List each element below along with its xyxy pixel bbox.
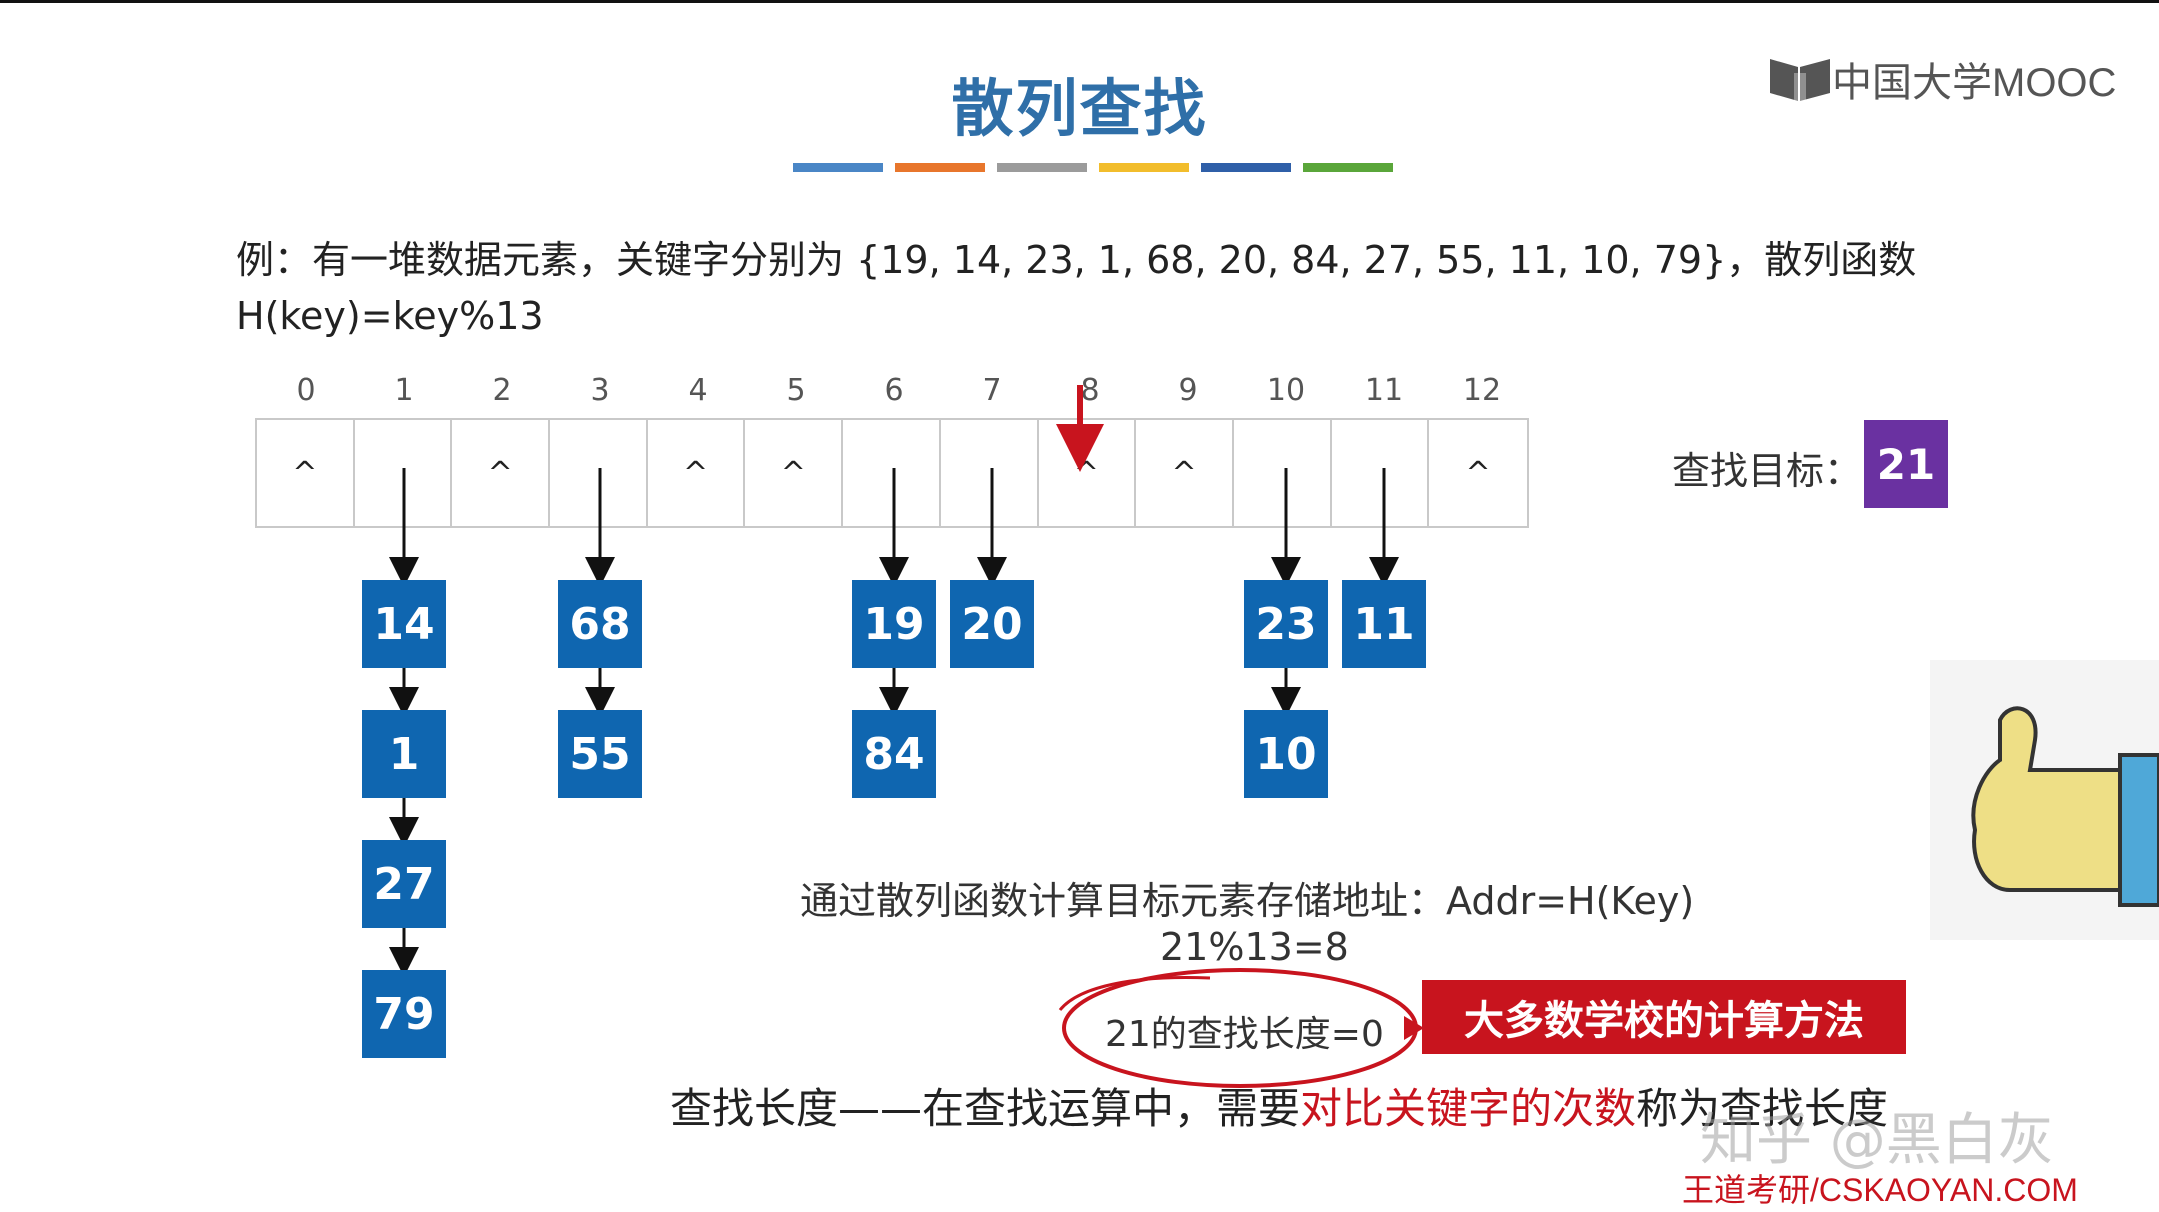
chain-node: 14 [362, 580, 446, 668]
logo-text: 中国大学MOOC [1832, 61, 2117, 105]
example-line-2: H(key)=key%13 [236, 294, 544, 338]
definition-highlight: 对比关键字的次数 [1300, 1084, 1637, 1133]
hash-index-1: 1 [394, 373, 414, 408]
hash-cell-9: ^ [1136, 420, 1234, 526]
mooc-book-icon [1770, 59, 1830, 103]
page-title: 散列查找 [951, 72, 1208, 145]
hash-cell-5: ^ [745, 420, 844, 526]
hash-cell-12: ^ [1465, 455, 1491, 491]
hash-cell-4: ^ [648, 420, 746, 526]
hash-index-7: 7 [982, 373, 1002, 408]
chain-node: 27 [362, 840, 446, 928]
watermark: 知乎 @黑白灰 [1700, 1108, 2054, 1173]
definition-text: 查找长度——在查找运算中，需要对比关键字的次数称为查找长度 [670, 1075, 1888, 1136]
top-border [0, 0, 2159, 3]
hash-cell-0: ^ [257, 420, 355, 526]
hash-cell-11 [1332, 420, 1430, 526]
hash-index-2: 2 [492, 373, 512, 408]
footer-brand: 王道考研/CSKAOYAN.COM [1682, 1172, 2078, 1208]
color-bar-2 [997, 163, 1087, 172]
hash-cell-7 [941, 420, 1039, 526]
hash-cell-1 [355, 420, 453, 526]
hash-index-12: 12 [1462, 373, 1502, 408]
color-bar-5 [1303, 163, 1393, 172]
chain-node: 79 [362, 970, 446, 1058]
color-bar-0 [793, 163, 883, 172]
chain-node: 10 [1244, 710, 1328, 798]
example-text: 例：有一堆数据元素，关键字分别为 {19, 14, 23, 1, 68, 20,… [236, 232, 1916, 344]
color-bar-1 [895, 163, 985, 172]
target-label: 查找目标： [1672, 449, 1863, 493]
hash-index-9: 9 [1178, 373, 1198, 408]
color-bar-4 [1201, 163, 1291, 172]
chain-node: 55 [558, 710, 642, 798]
address-formula: 通过散列函数计算目标元素存储地址：Addr=H(Key) [800, 879, 1695, 923]
target-value: 21 [1864, 420, 1948, 508]
chain-node: 11 [1342, 580, 1426, 668]
hash-index-3: 3 [590, 373, 610, 408]
chain-node: 1 [362, 710, 446, 798]
chain-node: 23 [1244, 580, 1328, 668]
hash-index-11: 11 [1364, 373, 1404, 408]
hash-index-8: 8 [1080, 373, 1100, 408]
chain-node: 20 [950, 580, 1034, 668]
hash-cell-6 [843, 420, 941, 526]
chain-node: 68 [558, 580, 642, 668]
definition-suffix: 称为查找长度 [1636, 1084, 1889, 1133]
chain-node: 84 [852, 710, 936, 798]
search-length-result: 21的查找长度=0 [1105, 1014, 1384, 1055]
definition-prefix: 查找长度——在查找运算中，需要 [670, 1084, 1301, 1133]
hash-cell-3 [550, 420, 648, 526]
callout-label: 大多数学校的计算方法 [1422, 980, 1906, 1054]
mooc-logo: 中国大学MOOC [1768, 50, 2116, 108]
hand-stroke [1058, 976, 1211, 1011]
hash-cell-10 [1234, 420, 1332, 526]
hash-index-5: 5 [786, 373, 806, 408]
hash-index-10: 10 [1266, 373, 1306, 408]
chain-node: 19 [852, 580, 936, 668]
thumbs-up-icon [1930, 660, 2159, 940]
hash-index-0: 0 [296, 373, 316, 408]
callout-pointer [1404, 1016, 1424, 1040]
color-bar-3 [1099, 163, 1189, 172]
address-calc: 21%13=8 [1160, 925, 1349, 969]
hash-index-6: 6 [884, 373, 904, 408]
hash-cell-2: ^ [452, 420, 551, 526]
hash-index-4: 4 [688, 373, 708, 408]
hash-table: ^^^^^^^ [255, 418, 1529, 528]
example-line-1: 例：有一堆数据元素，关键字分别为 {19, 14, 23, 1, 68, 20,… [236, 238, 1917, 282]
